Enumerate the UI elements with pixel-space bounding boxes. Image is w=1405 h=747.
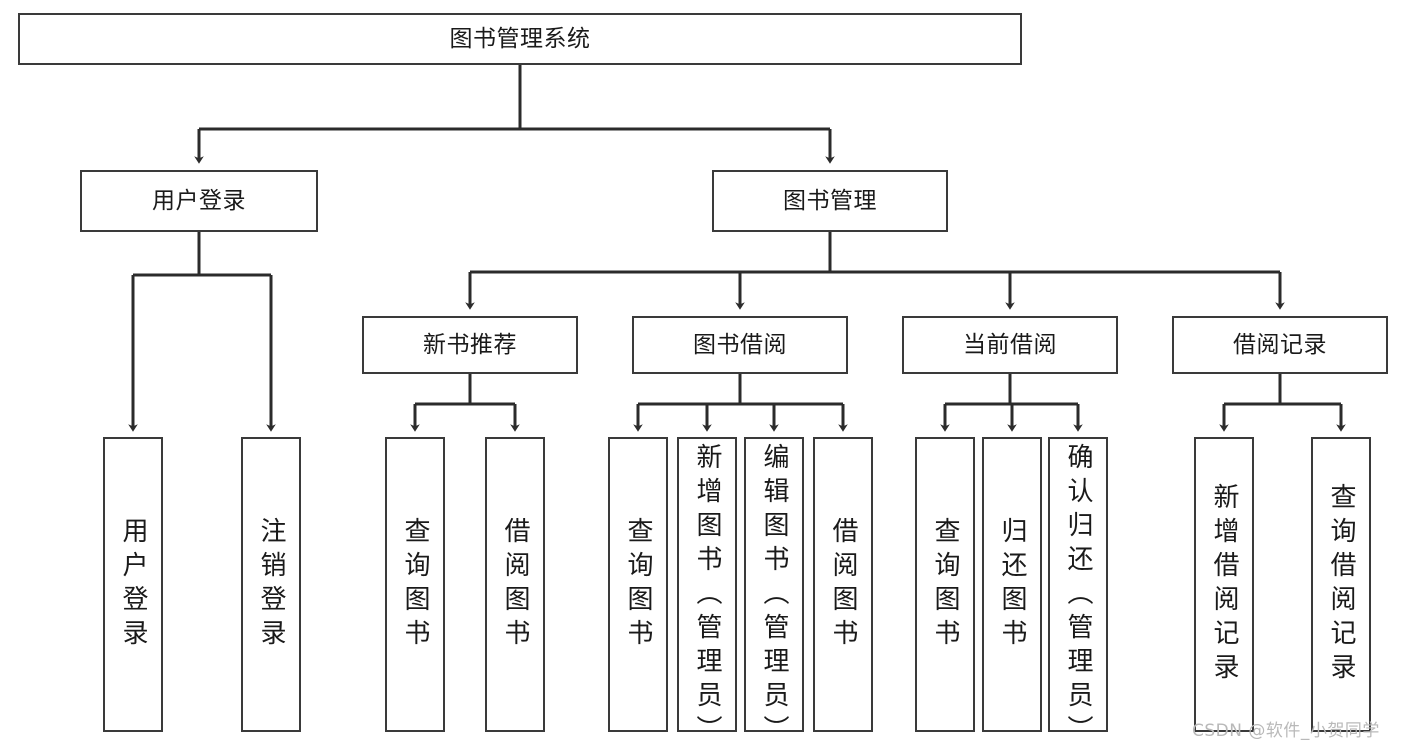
node-label: 图书借阅 [693, 331, 787, 358]
leaf-borrow-book-recommend[interactable]: 借阅图书 [485, 437, 545, 732]
node-book-management[interactable]: 图书管理 [712, 170, 948, 232]
leaf-query-borrow-record[interactable]: 查询借阅记录 [1311, 437, 1371, 732]
node-label: 用户登录 [152, 187, 246, 214]
node-label: 新增借阅记录 [1209, 482, 1239, 687]
leaf-user-login[interactable]: 用户登录 [103, 437, 163, 732]
node-borrow-record[interactable]: 借阅记录 [1172, 316, 1388, 374]
node-label: 借阅图书 [828, 516, 858, 653]
node-label: 新书推荐 [423, 331, 517, 358]
node-label: 当前借阅 [963, 331, 1057, 358]
node-label: 注销登录 [256, 516, 286, 653]
node-label: 新增图书（管理员） [692, 443, 722, 747]
node-label: 确认归还（管理员） [1063, 443, 1093, 747]
leaf-query-book-current[interactable]: 查询图书 [915, 437, 975, 732]
csdn-watermark: CSDN @软件_小贺同学 [1192, 721, 1380, 741]
node-label: 查询借阅记录 [1326, 482, 1356, 687]
node-label: 用户登录 [118, 516, 148, 653]
node-label: 借阅记录 [1233, 331, 1327, 358]
leaf-add-borrow-record[interactable]: 新增借阅记录 [1194, 437, 1254, 732]
node-label: 编辑图书（管理员） [759, 443, 789, 747]
leaf-query-book-borrow[interactable]: 查询图书 [608, 437, 668, 732]
leaf-edit-book-admin[interactable]: 编辑图书（管理员） [744, 437, 804, 747]
node-label: 借阅图书 [500, 516, 530, 653]
node-user-login[interactable]: 用户登录 [80, 170, 318, 232]
node-root-system[interactable]: 图书管理系统 [18, 13, 1022, 65]
node-label: 归还图书 [997, 516, 1027, 653]
node-label: 图书管理 [783, 187, 877, 214]
node-current-borrow[interactable]: 当前借阅 [902, 316, 1118, 374]
leaf-confirm-return-admin[interactable]: 确认归还（管理员） [1048, 437, 1108, 747]
node-book-borrow[interactable]: 图书借阅 [632, 316, 848, 374]
node-new-book-recommend[interactable]: 新书推荐 [362, 316, 578, 374]
leaf-query-book-recommend[interactable]: 查询图书 [385, 437, 445, 732]
leaf-add-book-admin[interactable]: 新增图书（管理员） [677, 437, 737, 747]
node-label: 查询图书 [400, 516, 430, 653]
node-label: 查询图书 [930, 516, 960, 653]
leaf-return-book[interactable]: 归还图书 [982, 437, 1042, 732]
node-label: 查询图书 [623, 516, 653, 653]
leaf-borrow-book-borrow[interactable]: 借阅图书 [813, 437, 873, 732]
node-label: 图书管理系统 [449, 25, 591, 52]
leaf-logout-login[interactable]: 注销登录 [241, 437, 301, 732]
